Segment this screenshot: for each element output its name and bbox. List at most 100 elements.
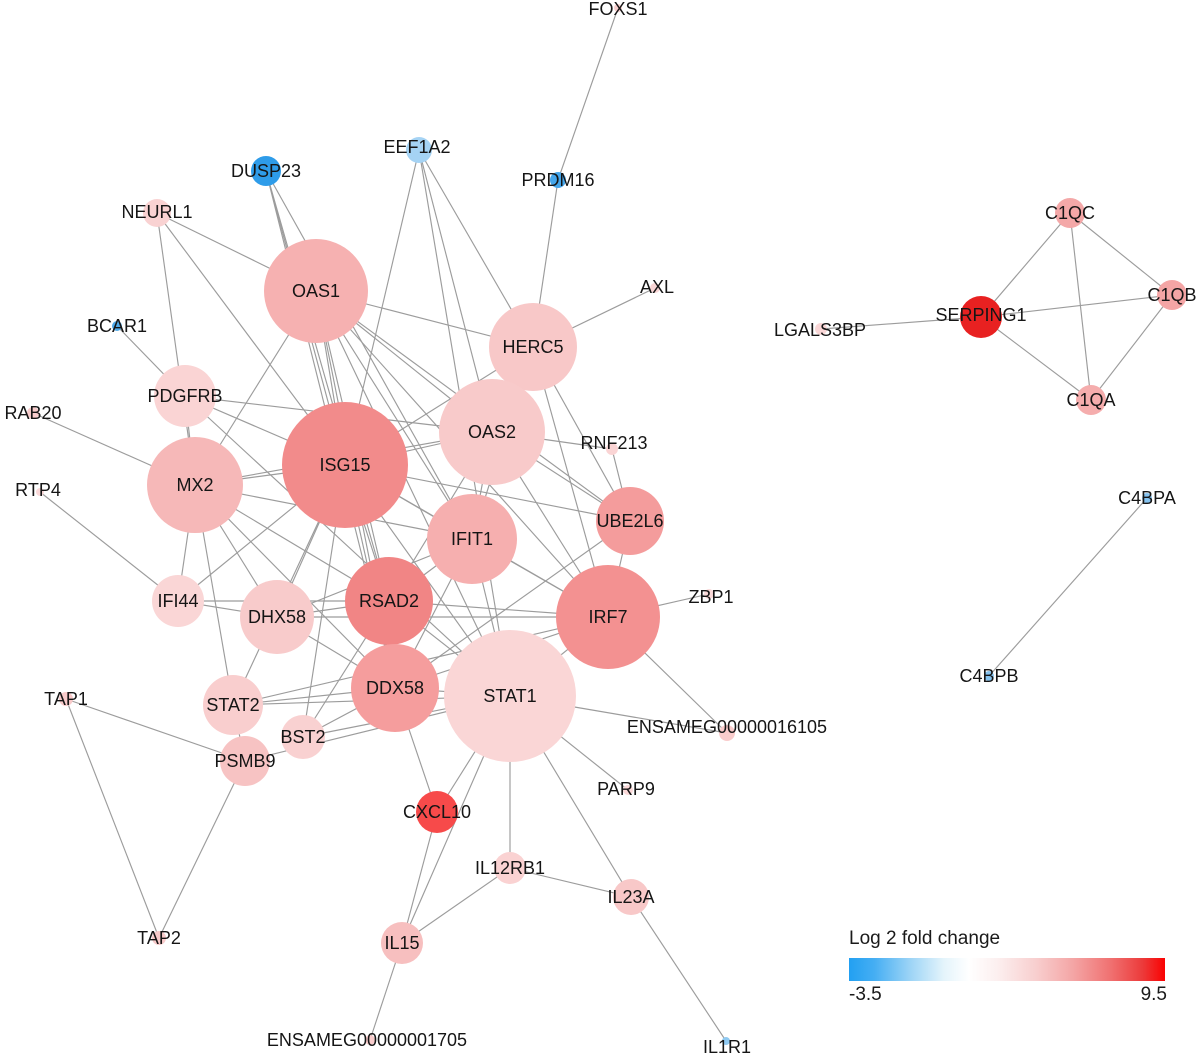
node-RAB20[interactable]	[27, 407, 39, 419]
edge-C1QC-C1QB	[1069, 212, 1173, 296]
node-IFI44[interactable]	[152, 575, 204, 627]
node-label-ENSAMEG00000001705: ENSAMEG00000001705	[267, 1030, 467, 1050]
node-PARP9[interactable]	[623, 785, 633, 795]
node-PRDM16[interactable]	[550, 172, 566, 188]
edge-DUSP23-IFIT1	[265, 170, 473, 540]
node-label-OAS2: OAS2	[468, 422, 516, 442]
node-label-HERC5: HERC5	[502, 337, 563, 357]
node-NEURL1[interactable]	[143, 199, 171, 227]
node-IL12RB1[interactable]	[494, 852, 526, 884]
node-label-C1QC: C1QC	[1045, 203, 1095, 223]
node-label-RTP4: RTP4	[15, 480, 61, 500]
node-DDX58[interactable]	[351, 644, 439, 732]
node-label-STAT2: STAT2	[206, 695, 259, 715]
node-SERPING1[interactable]	[960, 296, 1002, 338]
legend-gradient-bar	[849, 958, 1165, 981]
legend-min-label: -3.5	[849, 984, 882, 1005]
node-RNF213[interactable]	[606, 443, 618, 455]
node-C1QC[interactable]	[1055, 198, 1085, 228]
node-PSMB9[interactable]	[220, 736, 270, 786]
edge-OAS1-STAT1	[315, 290, 511, 697]
edge-SERPING1-C1QB	[980, 294, 1173, 318]
node-C1QA[interactable]	[1076, 385, 1106, 415]
edge-C1QB-C1QA	[1090, 294, 1173, 401]
node-label-LGALS3BP: LGALS3BP	[774, 320, 866, 340]
edge-TAP1-TAP2	[65, 698, 160, 939]
edge-FOXS1-PRDM16	[557, 7, 619, 181]
node-label-IRF7: IRF7	[588, 607, 627, 627]
node-BCAR1[interactable]	[112, 321, 122, 331]
edge-TAP1-PSMB9	[65, 698, 246, 762]
node-label-TAP2: TAP2	[137, 928, 181, 948]
node-TAP1[interactable]	[59, 692, 73, 706]
node-HERC5[interactable]	[489, 303, 577, 391]
node-IL15[interactable]	[381, 922, 423, 964]
node-label-ISG15: ISG15	[319, 455, 370, 475]
node-C4BPA[interactable]	[1142, 493, 1152, 503]
node-DHX58[interactable]	[240, 580, 314, 654]
node-ENSAMEG00000001705[interactable]	[365, 1035, 375, 1045]
node-ZBP1[interactable]	[704, 589, 714, 599]
node-label-EEF1A2: EEF1A2	[383, 137, 450, 157]
node-C1QB[interactable]	[1157, 280, 1187, 310]
edge-RTP4-IFI44	[39, 491, 179, 602]
node-label-PARP9: PARP9	[597, 779, 655, 799]
edge-DDX58-UBE2L6	[394, 520, 631, 689]
node-OAS1[interactable]	[264, 239, 368, 343]
node-label-TAP1: TAP1	[44, 689, 88, 709]
node-label-BST2: BST2	[280, 727, 325, 747]
node-label-RAB20: RAB20	[4, 403, 61, 423]
node-IL23A[interactable]	[613, 879, 649, 915]
edge-DUSP23-RSAD2	[265, 170, 390, 602]
node-RTP4[interactable]	[36, 488, 44, 496]
node-label-C1QB: C1QB	[1147, 285, 1196, 305]
node-DUSP23[interactable]	[251, 156, 281, 186]
edge-C4BPA-C4BPB	[988, 497, 1148, 677]
edge-SERPING1-LGALS3BP	[820, 316, 982, 330]
node-label-DDX58: DDX58	[366, 678, 424, 698]
node-label-BCAR1: BCAR1	[87, 316, 147, 336]
node-ENSAMEG00000016105[interactable]	[719, 725, 735, 741]
node-label-OAS1: OAS1	[292, 281, 340, 301]
node-label-C1QA: C1QA	[1066, 390, 1115, 410]
node-CXCL10[interactable]	[416, 791, 458, 833]
node-label-PSMB9: PSMB9	[214, 751, 275, 771]
node-label-UBE2L6: UBE2L6	[596, 511, 663, 531]
node-UBE2L6[interactable]	[596, 487, 664, 555]
node-RSAD2[interactable]	[345, 557, 433, 645]
node-label-IL12RB1: IL12RB1	[475, 858, 545, 878]
node-C4BPB[interactable]	[984, 671, 994, 681]
legend-labels: -3.5 9.5	[849, 984, 1167, 1006]
node-STAT2[interactable]	[203, 675, 263, 735]
node-OAS2[interactable]	[439, 379, 545, 485]
node-label-PDGFRB: PDGFRB	[147, 386, 222, 406]
node-label-DUSP23: DUSP23	[231, 161, 301, 181]
node-FOXS1[interactable]	[614, 4, 622, 12]
node-STAT1[interactable]	[444, 630, 576, 762]
node-ISG15[interactable]	[282, 402, 408, 528]
edge-C1QC-C1QA	[1069, 212, 1092, 401]
legend-title: Log 2 fold change	[849, 928, 1001, 949]
node-label-IFIT1: IFIT1	[451, 529, 493, 549]
node-IFIT1[interactable]	[427, 494, 517, 584]
node-label-RSAD2: RSAD2	[359, 591, 419, 611]
node-label-IL23A: IL23A	[607, 887, 654, 907]
node-label-MX2: MX2	[176, 475, 213, 495]
node-AXL[interactable]	[650, 283, 660, 293]
edge-SERPING1-C1QC	[980, 212, 1071, 318]
node-label-ZBP1: ZBP1	[688, 587, 733, 607]
node-label-AXL: AXL	[640, 277, 674, 297]
node-TAP2[interactable]	[152, 931, 166, 945]
colorbar-legend: Log 2 fold change -3.5 9.5	[849, 927, 1167, 1006]
node-MX2[interactable]	[147, 437, 243, 533]
node-BST2[interactable]	[281, 715, 325, 759]
edge-SERPING1-C1QA	[980, 316, 1092, 401]
node-IL1R1[interactable]	[722, 1037, 730, 1045]
node-EEF1A2[interactable]	[406, 137, 432, 163]
node-label-STAT1: STAT1	[483, 686, 536, 706]
node-PDGFRB[interactable]	[154, 365, 216, 427]
edge-TAP2-PSMB9	[158, 760, 246, 939]
node-LGALS3BP[interactable]	[815, 323, 827, 335]
node-IRF7[interactable]	[556, 565, 660, 669]
